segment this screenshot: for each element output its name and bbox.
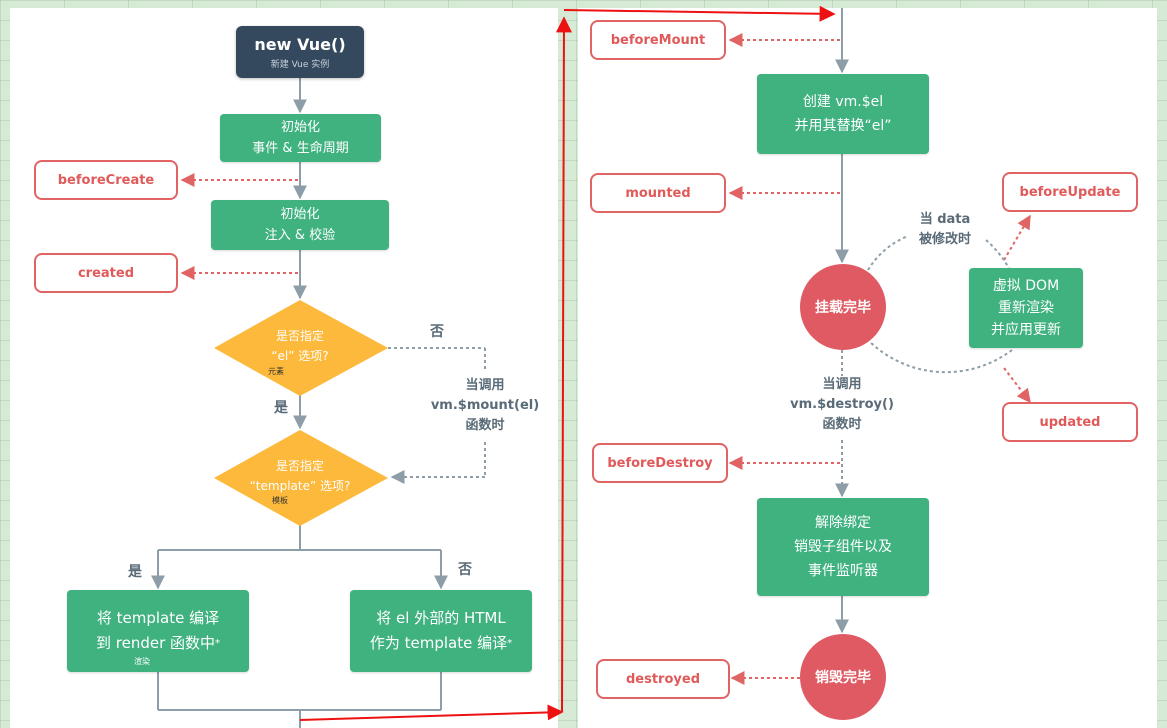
before-mount-hook: beforeMount: [590, 20, 726, 60]
new-vue-subtitle: 新建 Vue 实例: [270, 59, 330, 70]
diamond-template-option: [214, 430, 388, 526]
init-inject-line-1: 初始化: [280, 207, 320, 222]
compile-render-box: 将 template 编译 到 render 函数中*: [67, 590, 249, 672]
compile-outer-line-2: 作为 template 编译: [369, 634, 508, 652]
mount-call-line-1: 当调用: [465, 378, 505, 393]
diamond-template-text: 是否指定 “template” 选项?: [220, 456, 380, 496]
compile-render-star: *: [215, 638, 221, 649]
mounted-complete-circle: 挂载完毕: [800, 264, 886, 350]
init-events-box: 初始化 事件 & 生命周期: [220, 114, 381, 162]
init-inject-box: 初始化 注入 & 校验: [211, 200, 389, 250]
mount-dotted-path: [388, 347, 486, 484]
mounted-circle-label: 挂载完毕: [815, 300, 871, 316]
virtual-dom-line-2: 重新渲染: [998, 300, 1054, 316]
destroyed-complete-circle: 销毁完毕: [800, 634, 886, 720]
destroy-call-line-2: vm.$destroy(): [790, 397, 894, 412]
init-inject-line-2: 注入 & 校验: [264, 228, 336, 243]
updated-hook: updated: [1002, 402, 1138, 442]
diamond-template-note: 模板: [272, 496, 288, 505]
teardown-box: 解除绑定 销毁子组件以及 事件监听器: [757, 498, 929, 596]
left-trunk-connectors: [151, 78, 448, 728]
diamond-el-option: [214, 300, 388, 396]
created-hook: created: [34, 253, 178, 293]
virtual-dom-box: 虚拟 DOM 重新渲染 并应用更新: [969, 268, 1083, 348]
compile-outer-box: 将 el 外部的 HTML 作为 template 编译*: [350, 590, 532, 672]
compile-render-line-2: 到 render 函数中: [95, 634, 216, 652]
compile-render-note: 渲染: [134, 657, 150, 666]
compile-outer-line-1: 将 el 外部的 HTML: [376, 609, 506, 627]
compile-render-line-1: 将 template 编译: [96, 609, 220, 627]
before-mount-label: beforeMount: [610, 32, 706, 48]
diamond-template-line-2: “template” 选项?: [249, 479, 351, 493]
mounted-label: mounted: [625, 185, 691, 201]
destroy-call-label: 当调用 vm.$destroy() 函数时: [780, 375, 904, 435]
mount-call-label: 当调用 vm.$mount(el) 函数时: [420, 376, 550, 436]
teardown-line-3: 事件监听器: [808, 563, 878, 579]
before-create-label: beforeCreate: [57, 172, 155, 188]
yes-label-1: 是: [274, 400, 288, 416]
left-hook-arrows: [180, 173, 298, 280]
virtual-dom-line-3: 并应用更新: [991, 322, 1061, 338]
create-el-line-1: 创建 vm.$el: [802, 94, 884, 110]
new-vue-title: new Vue(): [254, 34, 346, 54]
teardown-line-1: 解除绑定: [815, 515, 871, 531]
before-destroy-label: beforeDestroy: [607, 455, 713, 471]
diamond-el-text: 是否指定 “el” 选项?: [220, 326, 380, 366]
updated-label: updated: [1039, 414, 1101, 430]
before-update-hook: beforeUpdate: [1002, 172, 1138, 212]
diamond-el-line-2: “el” 选项?: [271, 349, 329, 363]
create-el-line-2: 并用其替换“el”: [794, 118, 892, 134]
init-events-line-2: 事件 & 生命周期: [252, 141, 349, 156]
before-destroy-hook: beforeDestroy: [592, 443, 728, 483]
init-events-line-1: 初始化: [280, 120, 320, 135]
mount-call-line-3: 函数时: [465, 418, 505, 433]
destroyed-hook: destroyed: [596, 659, 730, 699]
destroy-call-line-3: 函数时: [822, 417, 862, 432]
virtual-dom-line-1: 虚拟 DOM: [992, 278, 1060, 294]
right-hook-arrows: [728, 33, 1031, 685]
destroyed-label: destroyed: [625, 671, 700, 687]
diamond-el-line-1: 是否指定: [275, 329, 324, 343]
diamond-el-note: 元素: [268, 367, 284, 376]
yes-label-2: 是: [128, 564, 142, 580]
before-create-hook: beforeCreate: [34, 160, 178, 200]
new-vue-box: new Vue() 新建 Vue 实例: [236, 26, 364, 78]
before-update-label: beforeUpdate: [1019, 184, 1121, 200]
teardown-line-2: 销毁子组件以及: [794, 539, 892, 555]
no-label-1: 否: [430, 324, 444, 340]
mount-call-line-2: vm.$mount(el): [430, 398, 540, 413]
diamond-template-line-1: 是否指定: [275, 459, 324, 473]
data-changed-line-1: 当 data: [919, 212, 971, 227]
created-label: created: [77, 265, 135, 281]
compile-outer-star: *: [507, 638, 513, 649]
destroy-call-line-1: 当调用: [822, 377, 862, 392]
data-changed-line-2: 被修改时: [918, 232, 971, 247]
mounted-hook: mounted: [590, 173, 726, 213]
red-annotation-arrows: [299, 5, 836, 721]
create-el-box: 创建 vm.$el 并用其替换“el”: [757, 74, 929, 154]
no-label-2: 否: [458, 562, 472, 578]
data-changed-label: 当 data 被修改时: [900, 210, 990, 250]
destroyed-circle-label: 销毁完毕: [815, 670, 871, 686]
